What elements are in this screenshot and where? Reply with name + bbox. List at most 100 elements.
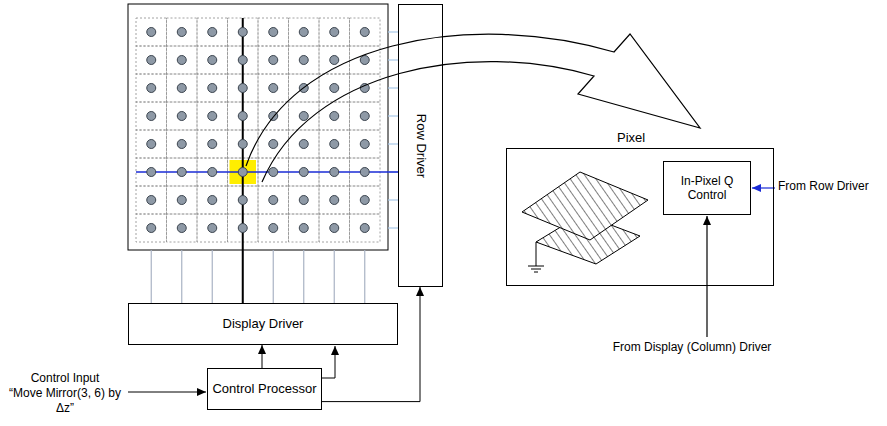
mirror-dot [208,56,217,65]
input-arrow [128,392,206,393]
mirror-dot [208,84,217,93]
pixel-cell [319,18,350,46]
mirror-dot [299,28,308,37]
mirror-symbol [522,172,648,272]
pixel-cell [258,18,289,46]
pixel-cell [258,46,289,74]
pixel-cell [136,186,167,214]
mirror-dot [177,112,186,121]
mirror-dot [238,168,247,177]
input-note: “Move Mirror(3, 6) by Δz” [4,386,126,416]
pixel-cell [167,74,198,102]
mirror-dot [360,196,369,205]
pixel-cell [350,102,381,130]
column-line [212,250,213,303]
array-frame [128,4,388,250]
mirror-dot [147,112,156,121]
pixel-cell [350,130,381,158]
mirror-dot [147,196,156,205]
pixel-cell [167,214,198,242]
pixel-array [128,4,398,303]
box-label: Row Driver [413,113,429,177]
box-label: In-Pixel Q Control [664,174,750,203]
mirror-dot [208,112,217,121]
mirror-dot [299,56,308,65]
mirror-dot [238,224,247,233]
mirror-dot [299,140,308,149]
mirror-dot [208,140,217,149]
mirror-dot [269,56,278,65]
mirror-dot [330,140,339,149]
mirror-dot [330,112,339,121]
pixel-cell [289,186,320,214]
pixel-panel: PixelIn-Pixel Q Control [506,148,774,286]
pixel-cell [136,18,167,46]
pixel-cell [197,186,228,214]
mirror-dot [269,224,278,233]
column-line [151,250,152,303]
mirror-dot [177,168,186,177]
row-line [388,115,398,116]
driver-box: Row Driver [398,4,443,287]
row-line [388,143,398,144]
pixel-cell [258,74,289,102]
pixel-cell [289,18,320,46]
pixel-cell [136,46,167,74]
column-line [364,250,365,303]
zoom-arrow [246,34,700,182]
mirror-dot [238,28,247,37]
row-line [388,199,398,200]
box-label: Control Processor [212,381,316,397]
pixel-cell [350,214,381,242]
mirror-dot [238,196,247,205]
mirror-dot [330,196,339,205]
mirror-dot [177,84,186,93]
mirror-dot [360,168,369,177]
mirror-dot [147,224,156,233]
pixel-cell [289,46,320,74]
mirror-dot [177,56,186,65]
pixel-cell [289,214,320,242]
pixel-cell [258,214,289,242]
panel-heading: Pixel [615,130,647,146]
pixel-cell [197,18,228,46]
mirror-dot [177,28,186,37]
pixel-cell [197,214,228,242]
mirror-dot [299,224,308,233]
pixel-cell [350,186,381,214]
mirror-dot [238,112,247,121]
pixel-cell [350,74,381,102]
pixel-cell [350,46,381,74]
pixel-cell [319,46,350,74]
pixel-cell [167,102,198,130]
mirror-dot [208,28,217,37]
signal-name: From Display (Column) Driver [592,340,792,355]
mirror-dot [208,168,217,177]
column-wire [706,216,707,337]
pixel-cell [197,102,228,130]
connector [262,345,263,368]
pixel-cell [136,74,167,102]
mirror-dot [147,28,156,37]
pixel-cell [319,214,350,242]
pixel-cell [197,74,228,102]
pixel-cell [167,46,198,74]
mirror-dot [299,112,308,121]
mirror-dot [177,224,186,233]
mirror-dot [238,84,247,93]
mirror-dot [269,168,278,177]
mirror-dot [330,28,339,37]
pixel-cell [319,74,350,102]
mirror-dot [147,84,156,93]
mirror-dot [208,196,217,205]
pixel-cell [167,130,198,158]
mirror-dot [330,224,339,233]
mirror-dot [208,224,217,233]
box-label: Display Driver [223,316,304,332]
signal-name: From Row Driver [778,179,884,194]
mirror-dot [238,140,247,149]
pixel-cell [319,102,350,130]
mirror-dot [177,140,186,149]
mirror-dot [269,84,278,93]
